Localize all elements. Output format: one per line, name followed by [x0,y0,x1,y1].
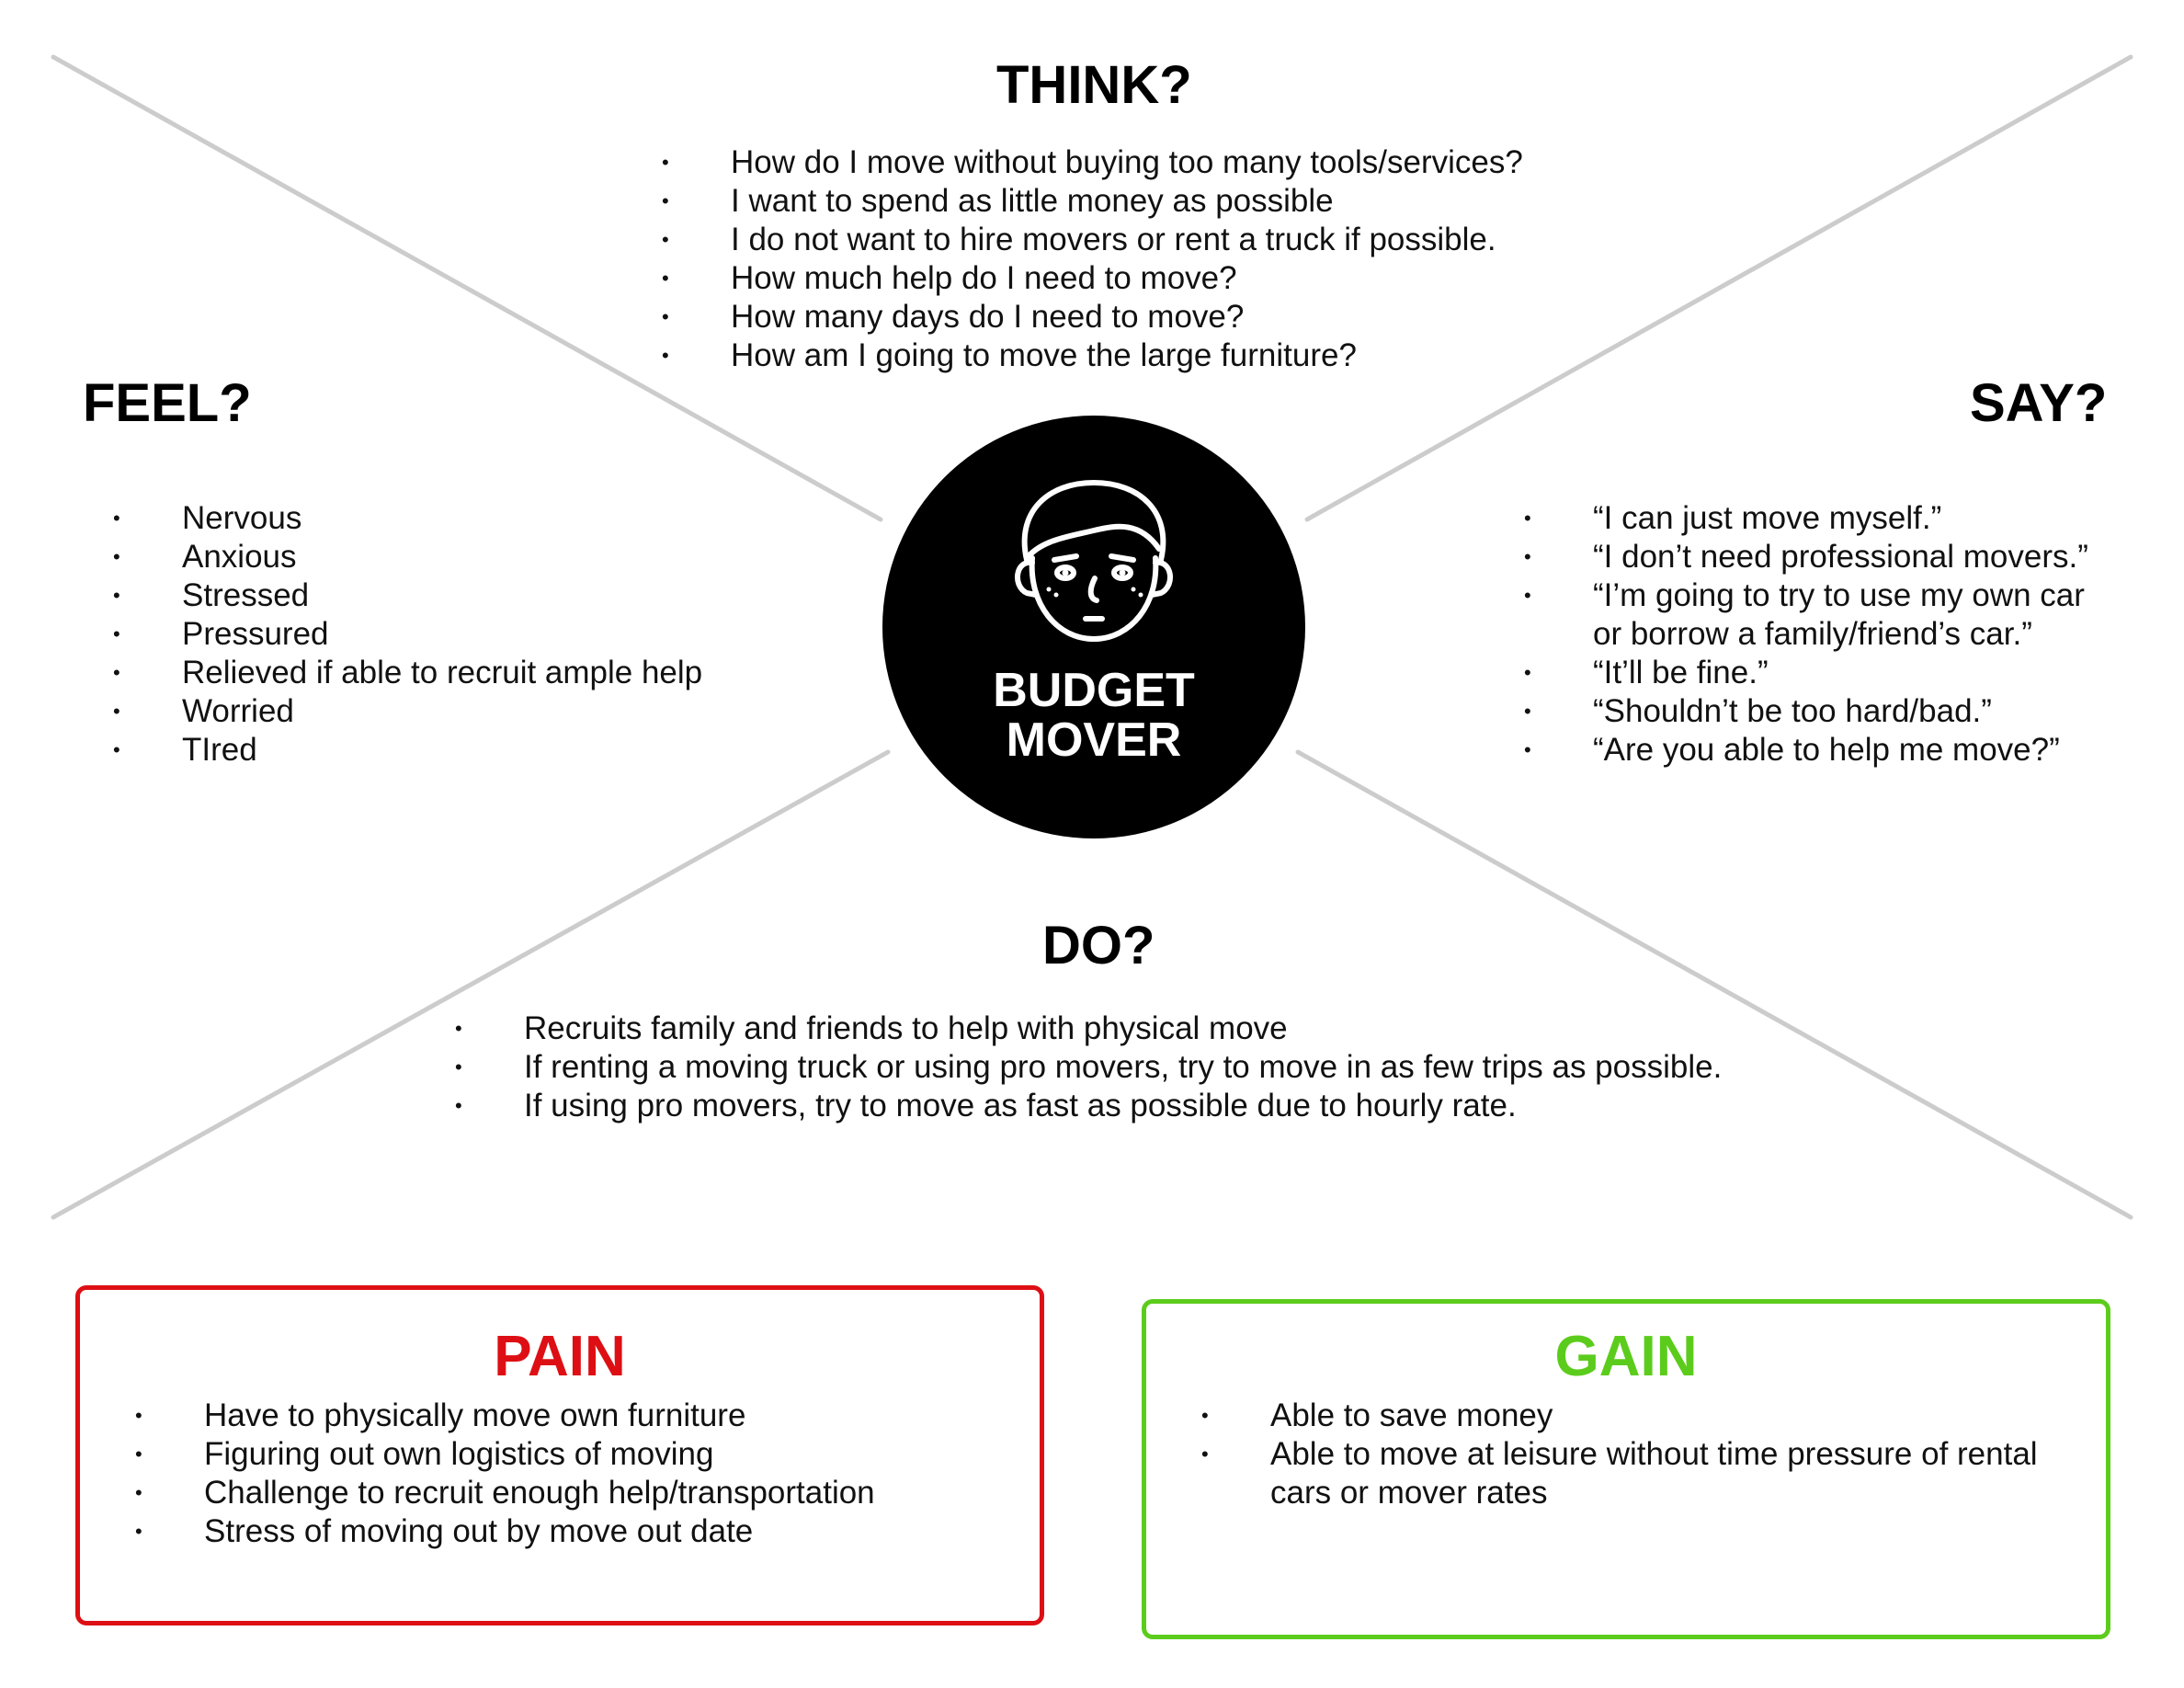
bullet-icon: • [113,738,120,761]
bullet-icon: • [135,1481,142,1504]
pain-box: PAIN •Have to physically move own furnit… [75,1285,1044,1625]
list-item: •“Shouldn’t be too hard/bad.” [1524,693,1992,729]
think-list: •How do I move without buying too many t… [662,143,1523,375]
list-item: •Stressed [113,577,310,613]
divider-line-top-left [51,54,883,522]
divider-line-bottom-left [51,749,891,1220]
bullet-icon: • [1524,661,1531,684]
persona-circle: BUDGET MOVER [882,416,1305,838]
bullet-icon: • [1201,1404,1209,1427]
list-item: •Worried [113,693,294,729]
bullet-icon: • [455,1094,462,1117]
list-item: •If using pro movers, try to move as fas… [455,1088,1517,1123]
list-item: •Able to move at leisure without time pr… [1201,1436,2038,1511]
list-item: •“I don’t need professional movers.” [1524,539,2088,575]
do-heading: DO? [1042,916,1155,975]
bullet-icon: • [1524,700,1531,723]
bullet-icon: • [113,700,120,723]
bullet-icon: • [113,622,120,645]
gain-title: GAIN [1554,1325,1698,1388]
list-item: •Figuring out own logistics of moving [135,1436,714,1472]
bullet-icon: • [662,151,669,174]
bullet-icon: • [662,267,669,290]
gain-box: GAIN •Able to save money •Able to move a… [1142,1299,2110,1639]
list-item: •“I’m going to try to use my own car or … [1524,577,2085,652]
bullet-icon: • [662,189,669,212]
divider-line-top-right [1304,54,2133,522]
list-item: •Relieved if able to recruit ample help [113,655,703,690]
list-item: •TIred [113,732,257,768]
list-item: •Able to save money [1201,1397,1553,1433]
bullet-icon: • [455,1055,462,1078]
pain-list: •Have to physically move own furniture •… [135,1397,875,1551]
bullet-icon: • [662,305,669,328]
bullet-icon: • [1524,584,1531,607]
feel-list: •Nervous •Anxious •Stressed •Pressured •… [113,499,702,770]
list-item: •“It’ll be fine.” [1524,655,1769,690]
bullet-icon: • [113,507,120,530]
person-face-icon [1015,480,1173,642]
gain-list: •Able to save money •Able to move at lei… [1201,1397,2065,1512]
persona-name: BUDGET MOVER [993,664,1195,767]
bullet-icon: • [135,1404,142,1427]
list-item: •Recruits family and friends to help wit… [455,1010,1288,1046]
list-item: •Challenge to recruit enough help/transp… [135,1475,875,1511]
list-item: •Anxious [113,539,297,575]
list-item: •How many days do I need to move? [662,299,1245,335]
list-item: •How do I move without buying too many t… [662,144,1523,180]
pain-title: PAIN [494,1325,626,1388]
list-item: •“I can just move myself.” [1524,500,1942,536]
bullet-icon: • [113,545,120,568]
list-item: •Pressured [113,616,329,652]
list-item: •Have to physically move own furniture [135,1397,746,1433]
list-item: •I want to spend as little money as poss… [662,183,1334,219]
bullet-icon: • [135,1443,142,1466]
bullet-icon: • [662,344,669,367]
list-item: •“Are you able to help me move?” [1524,732,2060,768]
bullet-icon: • [135,1520,142,1543]
list-item: •How much help do I need to move? [662,260,1237,296]
bullet-icon: • [455,1017,462,1040]
think-heading: THINK? [996,55,1192,115]
bullet-icon: • [662,228,669,251]
bullet-icon: • [1524,738,1531,761]
list-item: •How am I going to move the large furnit… [662,337,1357,373]
say-heading: SAY? [1970,373,2108,433]
list-item: •If renting a moving truck or using pro … [455,1049,1723,1085]
divider-line-bottom-right [1295,749,2133,1220]
list-item: •I do not want to hire movers or rent a … [662,222,1496,257]
bullet-icon: • [113,661,120,684]
say-list: •“I can just move myself.” •“I don’t nee… [1524,499,2121,770]
bullet-icon: • [1201,1443,1209,1466]
bullet-icon: • [113,584,120,607]
feel-heading: FEEL? [83,373,252,433]
list-item: •Stress of moving out by move out date [135,1513,754,1549]
list-item: •Nervous [113,500,302,536]
bullet-icon: • [1524,545,1531,568]
bullet-icon: • [1524,507,1531,530]
do-list: •Recruits family and friends to help wit… [455,1009,1722,1125]
